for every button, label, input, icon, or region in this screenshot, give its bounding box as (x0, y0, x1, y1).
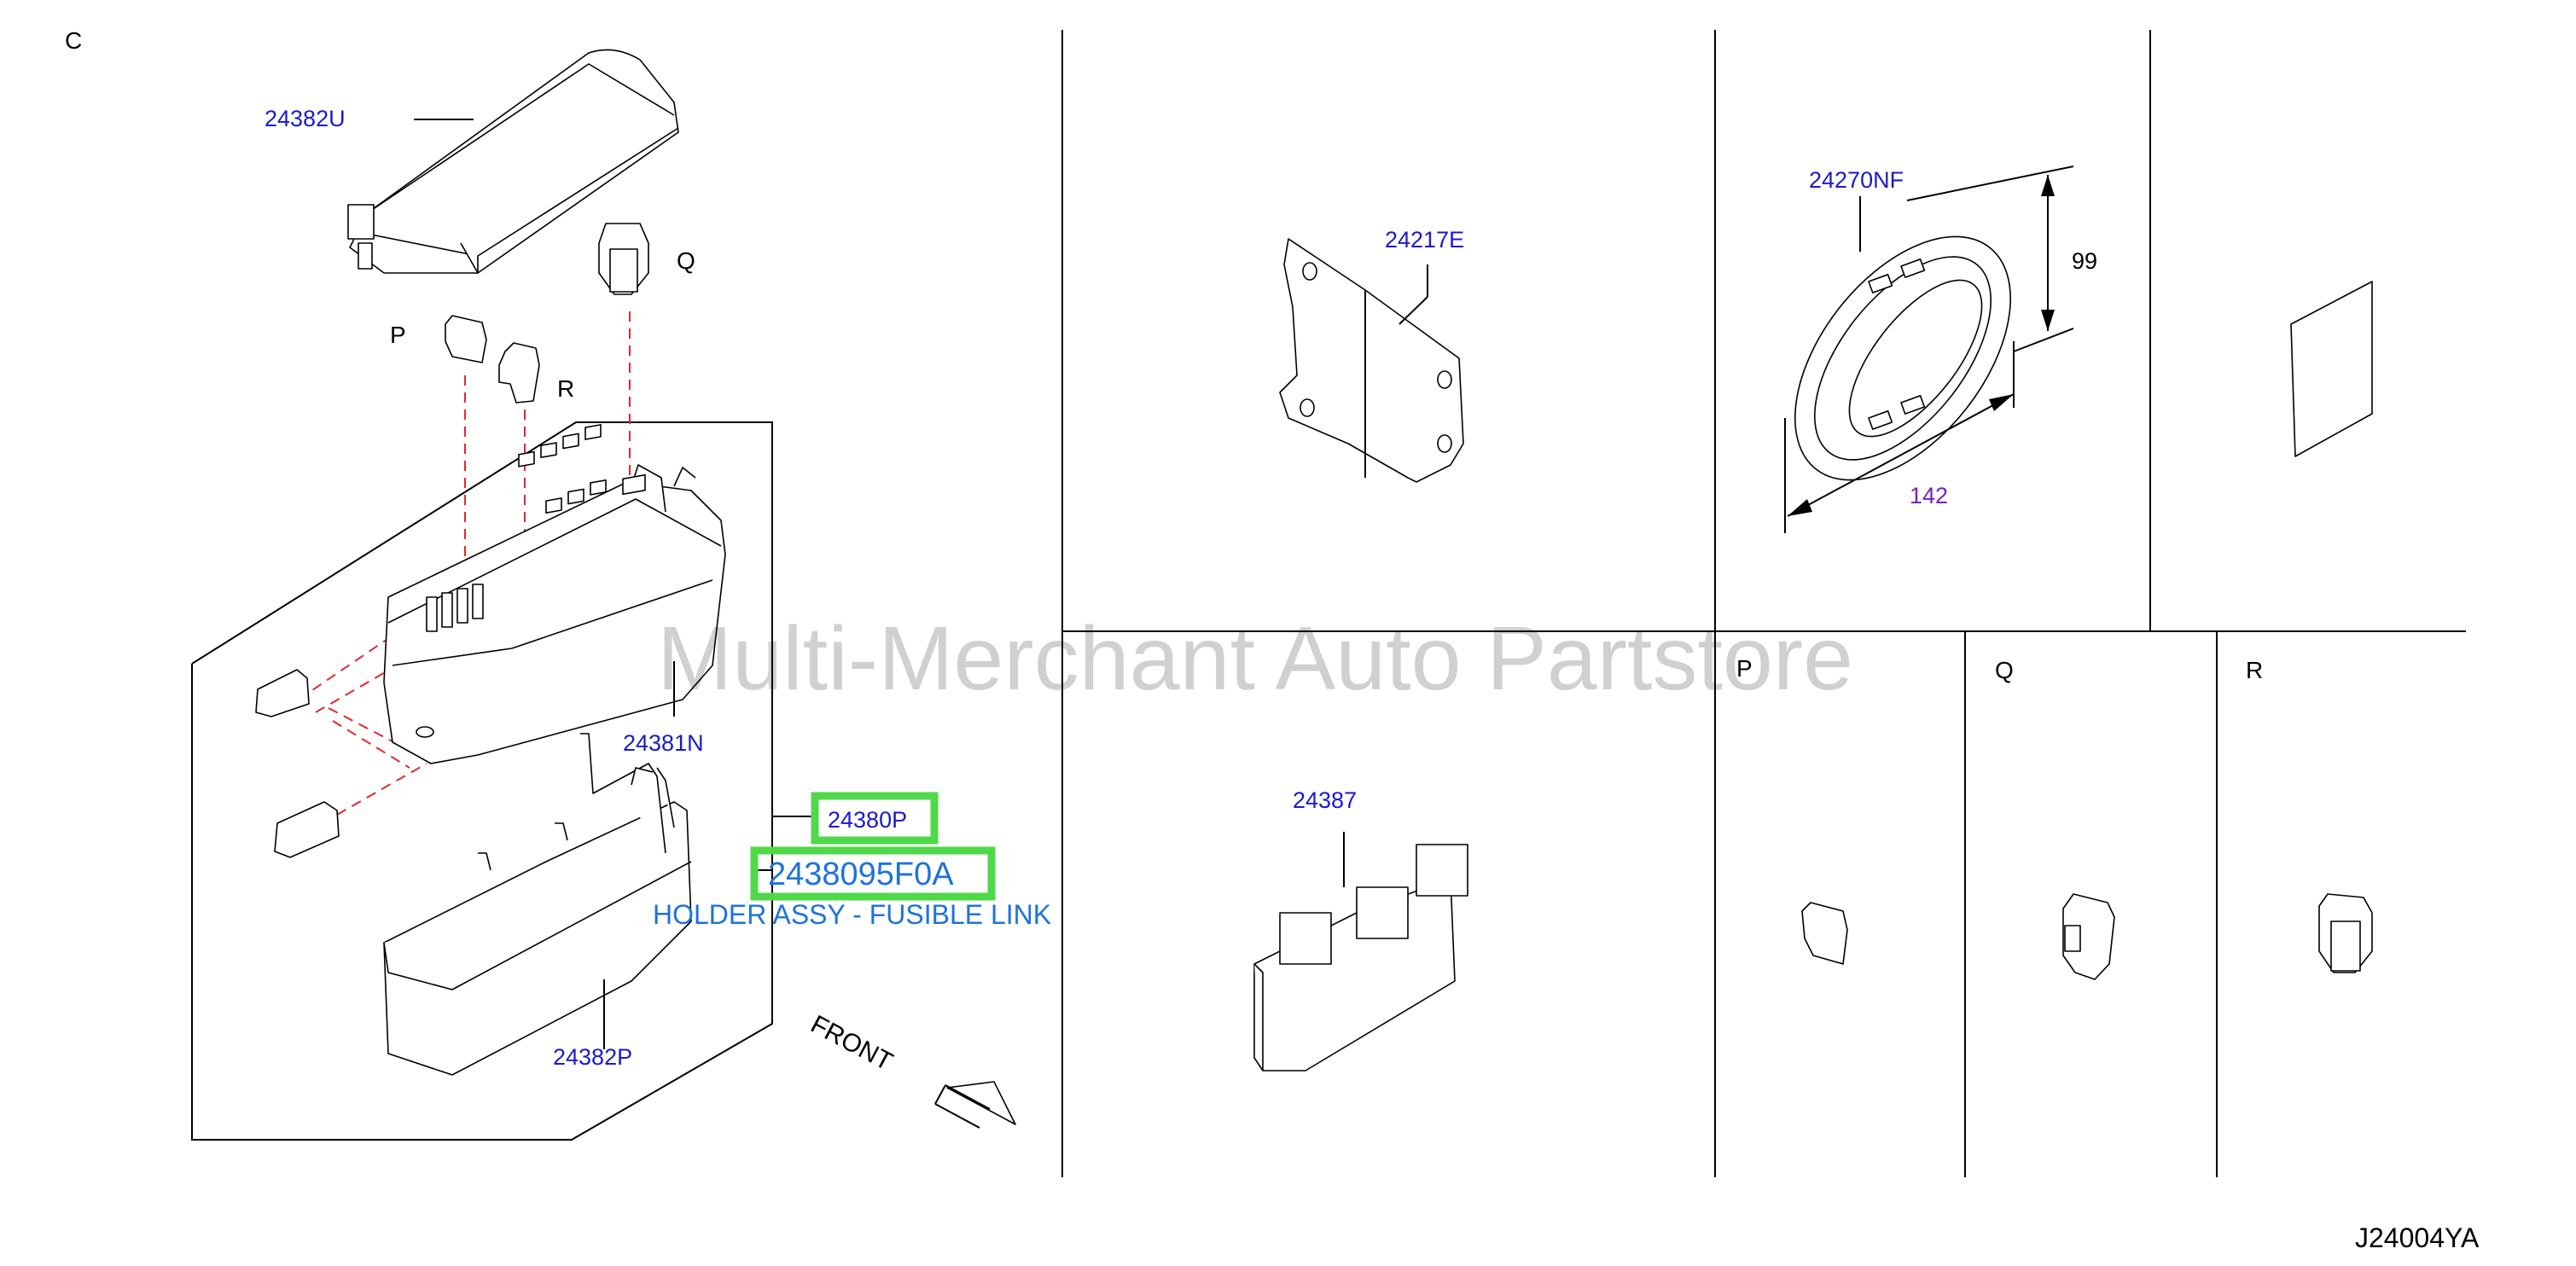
front-arrow (934, 1081, 1016, 1129)
fusible-link-block-24381N (383, 424, 726, 764)
highlight-box-part-number (750, 846, 996, 901)
watermark: Multi-Merchant Auto Partstore (657, 608, 1853, 709)
bracket-24217E (1279, 238, 1464, 483)
terminal-group (426, 584, 484, 632)
fuse-label-q-top: Q (677, 247, 695, 274)
fuse-p-top (445, 315, 487, 363)
fuse-slots (518, 424, 646, 514)
fuse-p-cell (1801, 902, 1848, 965)
part-label-24217E[interactable]: 24217E (1385, 227, 1464, 253)
clip-upper (255, 669, 310, 717)
cell-label-q: Q (1995, 657, 2014, 683)
diagram-code: J24004YA (2355, 1222, 2480, 1253)
lower-case-24382P (383, 733, 692, 1076)
assembly-frame (191, 421, 773, 1141)
front-label: FRONT (806, 1010, 898, 1077)
highlight-part-number[interactable]: 2438095F0A (768, 857, 954, 892)
part-label-24382U[interactable]: 24382U (265, 106, 346, 131)
part-label-24387[interactable]: 24387 (1293, 787, 1357, 813)
fuse-q-top (598, 223, 649, 295)
fuse-label-p-top: P (390, 322, 406, 348)
cell-label-r: R (2246, 657, 2263, 683)
grid-lines (1061, 30, 2466, 1177)
leader-lines (414, 119, 815, 1049)
part-label-24380P[interactable]: 24380P (828, 807, 907, 833)
dimension-142: 142 (1910, 483, 1948, 508)
clip-lower (274, 801, 340, 858)
cell-label-p: P (1736, 655, 1753, 682)
part-label-24381N[interactable]: 24381N (623, 730, 704, 756)
part-label-24270NF[interactable]: 24270NF (1809, 167, 1904, 193)
label-sheet (2290, 281, 2373, 457)
part-label-24382P[interactable]: 24382P (553, 1044, 632, 1070)
dimension-99: 99 (2072, 248, 2097, 274)
fuse-q-cell (2062, 893, 2115, 980)
relay-block-24387 (1253, 832, 1468, 1071)
fuse-r-top (498, 342, 540, 404)
fuse-label-r-top: R (557, 375, 574, 402)
fuse-r-cell (2318, 893, 2373, 973)
highlight-description: HOLDER ASSY - FUSIBLE LINK (653, 899, 1051, 930)
section-label-c: C (65, 27, 82, 54)
highlight-box-24380P (811, 792, 939, 845)
grommet-24270NF (1784, 166, 2074, 533)
